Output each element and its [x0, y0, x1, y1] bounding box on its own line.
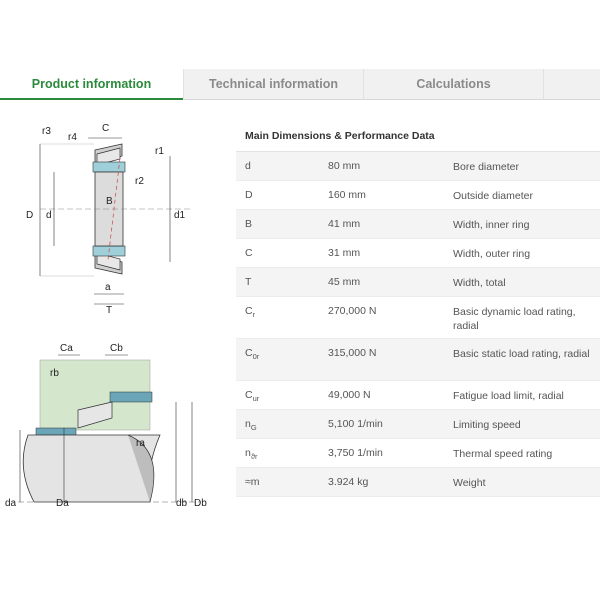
symbol: C: [245, 305, 253, 317]
symbol: d: [245, 160, 251, 172]
description-cell: Width, total: [453, 277, 506, 289]
label-da: da: [5, 498, 17, 509]
value-cell: 45 mm: [328, 276, 361, 288]
tab-calculations[interactable]: Calculations: [363, 69, 543, 100]
description-cell: Basic dynamic load rating, radial: [453, 306, 576, 332]
symbol-cell: C: [236, 247, 328, 259]
label-rb: rb: [50, 368, 59, 379]
table-row: d 80 mm Bore diameter: [236, 152, 600, 181]
symbol-subscript: G: [250, 423, 257, 432]
tab-bar: Product information Technical informatio…: [0, 69, 600, 100]
symbol: C: [245, 389, 253, 401]
symbol-subscript: r: [252, 310, 256, 319]
symbol-cell: nϑr: [236, 447, 328, 461]
description-cell: Width, outer ring: [453, 248, 531, 260]
label-Cb: Cb: [110, 343, 123, 354]
value-cell: 315,000 N: [328, 347, 377, 359]
label-r3: r3: [42, 126, 51, 137]
symbol-cell: C0r: [236, 347, 328, 361]
description-cell: Width, inner ring: [453, 219, 530, 231]
label-db: db: [176, 498, 188, 509]
label-a: a: [105, 282, 111, 293]
symbol-subscript: ϑr: [250, 452, 258, 461]
symbol-cell: T: [236, 276, 328, 288]
label-d1: d1: [174, 210, 186, 221]
symbol-subscript: 0r: [252, 352, 260, 361]
label-D: D: [26, 210, 33, 221]
symbol-cell: Cur: [236, 389, 328, 403]
label-Da: Da: [56, 498, 69, 509]
description-cell: Basic static load rating, radial: [453, 348, 590, 360]
mounting-drawing: Ca Cb rb ra da Da db Db: [0, 340, 225, 520]
table-row: T 45 mm Width, total: [236, 268, 600, 297]
description-cell: Limiting speed: [453, 419, 521, 431]
description-cell: Bore diameter: [453, 161, 519, 173]
value-cell: 3.924 kg: [328, 476, 369, 488]
symbol: B: [245, 218, 253, 230]
bearing-dimension-drawing: r3 r4 C r1 r2 D d B d1 a T: [20, 118, 200, 313]
label-r1: r1: [155, 146, 164, 157]
label-B: B: [106, 196, 113, 207]
description-cell: Thermal speed rating: [453, 448, 553, 460]
symbol-cell: B: [236, 218, 328, 230]
symbol-cell: ≈m: [236, 476, 328, 488]
value-cell: 31 mm: [328, 247, 361, 259]
label-r2: r2: [135, 176, 144, 187]
symbol: D: [245, 189, 253, 201]
description-cell: Weight: [453, 477, 486, 489]
value-cell: 41 mm: [328, 218, 361, 230]
symbol-cell: nG: [236, 418, 328, 432]
value-cell: 270,000 N: [328, 305, 377, 317]
symbol: C: [245, 247, 253, 259]
tab-technical-information[interactable]: Technical information: [183, 69, 363, 100]
symbol: ≈m: [245, 476, 260, 488]
description-cell: Outside diameter: [453, 190, 533, 202]
label-T: T: [106, 305, 112, 313]
label-Ca: Ca: [60, 343, 73, 354]
symbol: n: [245, 447, 251, 459]
label-C: C: [102, 123, 109, 134]
value-cell: 3,750 1/min: [328, 447, 383, 459]
value-cell: 49,000 N: [328, 389, 371, 401]
value-cell: 5,100 1/min: [328, 418, 383, 430]
table-row: ≈m 3.924 kg Weight: [236, 468, 600, 497]
table-title: Main Dimensions & Performance Data: [236, 120, 600, 152]
table-row: D 160 mm Outside diameter: [236, 181, 600, 210]
description-cell: Fatigue load limit, radial: [453, 390, 564, 402]
main-dimensions-table: Main Dimensions & Performance Data d 80 m…: [236, 120, 600, 497]
table-row: C 31 mm Width, outer ring: [236, 239, 600, 268]
symbol-subscript: ur: [252, 394, 260, 403]
table-row: B 41 mm Width, inner ring: [236, 210, 600, 239]
symbol: n: [245, 418, 251, 430]
symbol-cell: d: [236, 160, 328, 172]
label-r4: r4: [68, 132, 77, 143]
label-d: d: [46, 210, 52, 221]
label-Db: Db: [194, 498, 207, 509]
value-cell: 80 mm: [328, 160, 361, 172]
tab-product-information[interactable]: Product information: [0, 69, 183, 100]
tab-empty: [543, 69, 600, 100]
label-ra: ra: [136, 438, 145, 449]
symbol: C: [245, 347, 253, 359]
value-cell: 160 mm: [328, 189, 366, 201]
symbol-cell: Cr: [236, 305, 328, 319]
symbol: T: [245, 276, 252, 288]
symbol-cell: D: [236, 189, 328, 201]
